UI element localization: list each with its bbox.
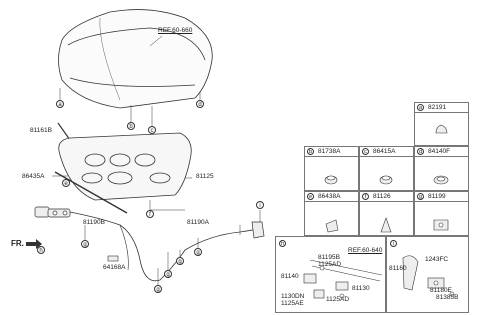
detail-i-letter: i (390, 240, 397, 247)
label-1125AD-bottom: 1125AD (326, 296, 350, 303)
label-1125AE: 1125AE (281, 300, 304, 307)
parts-cell-c: c 86415A (359, 146, 414, 191)
label-81180E: 81180E (430, 287, 452, 294)
callout-g-clip-4: g (176, 257, 184, 265)
cell-part-number: 81738A (318, 148, 341, 155)
label-81195B: 81195B (318, 254, 340, 261)
cell-letter: e (307, 192, 314, 200)
parts-cell-e: e 86438A (304, 191, 359, 236)
parts-cell-d: d 84140F (414, 146, 469, 191)
cell-part-number: 86438A (318, 193, 341, 200)
cell-part-number: 86415A (373, 148, 396, 155)
label-81130: 81130 (352, 285, 370, 292)
label-81125: 81125 (196, 173, 214, 180)
cell-part-number: 84140F (428, 148, 451, 155)
cell-letter: f (362, 192, 369, 200)
seal-strip (54, 171, 128, 214)
label-81161B: 81161B (30, 127, 52, 134)
callout-g-clip-5: g (194, 248, 202, 256)
parts-cell-f: f 81126 (359, 191, 414, 236)
callout-g-clip-3: g (164, 270, 172, 278)
detail-i-drawing (402, 255, 455, 297)
cell-letter: d (417, 147, 424, 155)
detail-h-letter: h (279, 240, 286, 247)
detail-h-drawing (303, 259, 383, 299)
detail-i-box: i (386, 236, 469, 313)
ref-latch-label[interactable]: REF.60-640 (348, 247, 383, 254)
cell-letter: b (307, 147, 314, 155)
cell-part-number: 81199 (428, 193, 446, 200)
front-label: FR. (11, 239, 24, 248)
callout-i-handle: i (256, 201, 264, 209)
callout-e-seal: e (62, 179, 70, 187)
label-64168A: 64168A (103, 264, 126, 271)
label-1243FC: 1243FC (425, 256, 449, 263)
cell-letter: a (417, 103, 424, 111)
ref-hood-label[interactable]: REF.60-660 (158, 27, 193, 34)
callout-b-hood: b (127, 122, 135, 130)
cell-letter: c (362, 147, 369, 155)
callout-d-hood: d (196, 100, 204, 108)
callout-c-hood: c (148, 126, 156, 134)
cell-part-number: 81126 (373, 193, 391, 200)
parts-cell-g: g 81199 (414, 191, 469, 236)
cell-part-number: 82191 (428, 104, 447, 111)
release-handle (251, 221, 265, 239)
detail-h-box: h (275, 236, 386, 313)
hood-inner-panel (58, 132, 192, 201)
hood-stay-rod (57, 122, 71, 141)
label-86435A: 86435A (22, 173, 45, 180)
bracket (107, 255, 119, 262)
label-81385B: 81385B (436, 294, 459, 301)
hood-latch (34, 206, 71, 218)
callout-a-hood: a (56, 100, 64, 108)
label-81140: 81140 (281, 273, 299, 280)
label-81160: 81160 (389, 265, 407, 272)
label-1130DN: 1130DN (281, 293, 305, 300)
label-81190A: 81190A (187, 219, 209, 226)
hood-panel (58, 9, 213, 109)
parts-cell-a: a 82191 (414, 102, 469, 146)
callout-g-clip-1: g (81, 240, 89, 248)
part-icons (324, 124, 449, 233)
label-1125AD-top: 1125AD (318, 261, 342, 268)
callout-h-latch: h (37, 246, 45, 254)
label-81190B: 81190B (83, 219, 105, 226)
parts-cell-b: b 81738A (304, 146, 359, 191)
cell-letter: g (417, 192, 424, 200)
callout-f-panel: f (146, 210, 154, 218)
callout-g-clip-2: g (154, 285, 162, 293)
